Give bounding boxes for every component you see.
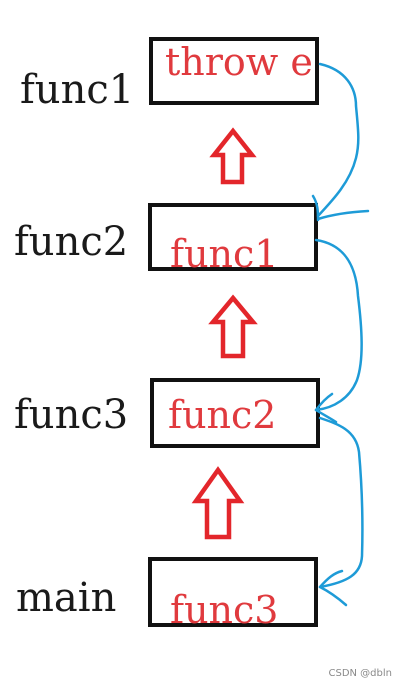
side-label-main: main xyxy=(16,575,117,621)
return-curve-2 xyxy=(314,238,363,412)
return-curve-3-head xyxy=(318,569,348,607)
stack-frame-box-func3: func2 xyxy=(150,378,320,448)
return-curve-1 xyxy=(316,62,360,218)
stack-frame-box-func2: func1 xyxy=(148,203,318,276)
up-arrow-icon-1 xyxy=(209,127,257,185)
watermark-text: CSDN @dbln xyxy=(328,668,392,679)
return-curve-1-head xyxy=(311,194,370,222)
stack-frame-text-func1: func1 xyxy=(170,232,279,276)
up-arrow-icon-2 xyxy=(208,294,258,359)
stack-frame-text-func2: func2 xyxy=(168,393,277,437)
side-label-func2: func2 xyxy=(14,219,129,265)
side-label-func1: func1 xyxy=(20,67,135,113)
up-arrow-icon-3 xyxy=(191,466,245,540)
side-label-func3: func3 xyxy=(14,392,129,438)
stack-frame-text-throw: throw e xyxy=(165,40,313,84)
stack-frame-box-main: func3 xyxy=(148,557,318,632)
stack-frame-box-func1: throw e xyxy=(149,37,319,105)
return-curve-3 xyxy=(318,416,364,589)
stack-frame-text-func3: func3 xyxy=(170,588,279,632)
